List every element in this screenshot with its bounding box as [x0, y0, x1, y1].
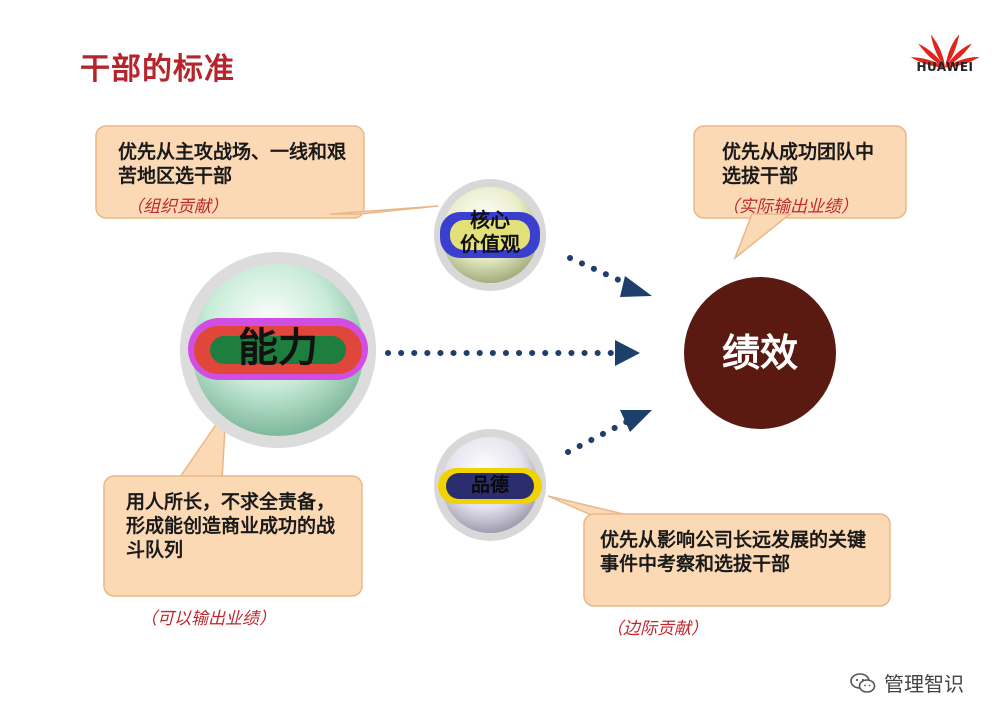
center-node-label: 能力 [238, 325, 318, 371]
callout-top-left-note: （组织贡献） [126, 197, 228, 217]
center-node-shape [180, 252, 376, 448]
morality-node-label: 品德 [470, 474, 509, 496]
callout-top-right-shape [693, 125, 907, 261]
watermark-text: 管理智识 [884, 672, 964, 696]
arrow-top-head [620, 276, 652, 297]
result-node-label: 绩效 [721, 331, 798, 375]
arrow-top [567, 255, 635, 289]
callout-bottom-right-note: （边际贡献） [606, 619, 708, 639]
callout-top-left-shape [95, 125, 439, 219]
callout-top-right-note: （实际输出业绩） [722, 197, 858, 217]
watermark: 管理智识 [850, 668, 964, 697]
huawei-logo-icon [910, 34, 980, 68]
page-title: 干部的标准 [80, 52, 235, 87]
core-node-shape [434, 179, 546, 291]
callout-bottom-left-note: （可以输出业绩） [140, 609, 276, 629]
arrow-center-head [615, 340, 640, 366]
core-node-label: 核心 价值观 [460, 208, 520, 256]
result-node-shape [684, 277, 836, 429]
wechat-icon [850, 672, 876, 693]
callout-bottom-right-text: 优先从影响公司长远发展的关键事件中考察和选拔干部 [600, 529, 867, 575]
callout-bottom-left-shape [103, 407, 363, 597]
brand-name: HUAWEI [916, 60, 974, 74]
arrow-bottom [565, 417, 633, 455]
arrow-bottom-head [620, 410, 652, 432]
callout-bottom-left-text: 用人所长，不求全责备，形成能创造商业成功的战斗队列 [126, 491, 336, 561]
morality-node-shape [434, 429, 546, 541]
callout-top-right-text: 优先从成功团队中选拔干部 [722, 141, 875, 187]
callout-top-left-text: 优先从主攻战场、一线和艰苦地区选干部 [118, 141, 347, 187]
callout-bottom-right-shape [547, 495, 891, 607]
